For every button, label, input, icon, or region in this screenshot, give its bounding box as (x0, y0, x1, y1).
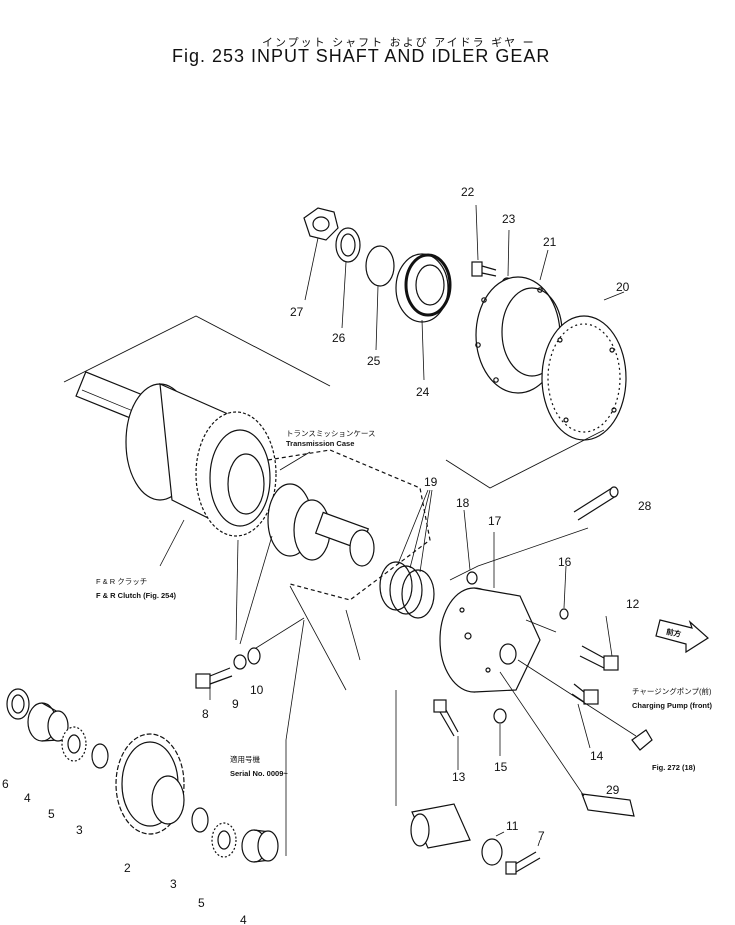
charging-pump-figure-ref: Fig. 272 (18) (652, 763, 696, 772)
figure-title-japanese: インプット シャフト および アイドラ ギヤ ー (262, 36, 536, 49)
transmission-case-outline (267, 449, 431, 691)
snap-ring-3a (91, 743, 109, 769)
serial-label-jp: 適用号機 (230, 754, 260, 764)
part-number-2: 2 (124, 861, 131, 875)
part-number-13: 13 (452, 770, 466, 784)
part-number-25: 25 (367, 354, 381, 368)
transmission-case-label: Transmission Case (286, 439, 354, 448)
washer-10 (247, 617, 305, 665)
part-number-4b: 4 (240, 913, 247, 925)
cover-17 (439, 527, 589, 693)
charging-pump-label: Charging Pump (front) (632, 701, 712, 710)
gasket-20 (541, 291, 627, 441)
part-number-3b: 3 (170, 877, 177, 891)
part-number-20: 20 (616, 280, 630, 294)
bolt-8 (195, 667, 233, 689)
spacer-6 (6, 688, 30, 720)
part-number-18: 18 (456, 496, 470, 510)
front-arrow-label: 前方 (665, 626, 682, 639)
part-number-24: 24 (416, 385, 430, 399)
part-number-27: 27 (290, 305, 304, 319)
charging-pump-label-jp: チャージングポンプ(前) (632, 686, 712, 696)
part-number-12: 12 (626, 597, 640, 611)
washer-26 (335, 227, 361, 329)
part-number-29: 29 (606, 783, 620, 797)
fr-clutch-label: F & R Clutch (Fig. 254) (96, 591, 177, 600)
fr-clutch-assembly (125, 383, 277, 537)
part-number-10: 10 (250, 683, 264, 697)
part-number-4a: 4 (24, 791, 31, 805)
coupling-shaft (395, 690, 471, 849)
o-ring-18 (463, 509, 478, 585)
bolt-22 (471, 204, 497, 277)
label-plate-29 (499, 659, 637, 817)
part-number-22: 22 (461, 185, 475, 199)
part-number-6: 6 (2, 777, 9, 791)
seal-rings-19 (379, 489, 435, 619)
part-number-23: 23 (502, 212, 516, 226)
pin-28 (573, 486, 619, 521)
part-number-3a: 3 (76, 823, 83, 837)
part-number-26: 26 (332, 331, 346, 345)
part-number-17: 17 (488, 514, 502, 528)
bearing-cup-4b (241, 829, 279, 863)
figure-title: Fig. 253 INPUT SHAFT AND IDLER GEAR (172, 46, 551, 66)
part-number-16: 16 (558, 555, 572, 569)
bearing-24 (395, 253, 452, 381)
part-number-5b: 5 (198, 896, 205, 910)
front-direction-arrow (655, 619, 709, 654)
part-number-21: 21 (543, 235, 557, 249)
gear-shaft-stack (267, 483, 375, 567)
washer-9 (233, 654, 247, 670)
transmission-case-label-jp: トランスミッションケース (286, 429, 375, 438)
bolt-12 (579, 645, 619, 671)
part-number-5a: 5 (48, 807, 55, 821)
part-number-7: 7 (538, 829, 545, 843)
part-number-28: 28 (638, 499, 652, 513)
bearing-cone-5a (61, 726, 87, 762)
part-number-11: 11 (506, 819, 519, 833)
snap-ring-25 (365, 245, 395, 351)
part-number-8: 8 (202, 707, 209, 721)
part-number-15: 15 (494, 760, 508, 774)
part-number-9: 9 (232, 697, 239, 711)
part-number-19: 19 (424, 475, 438, 489)
bolt-7 (505, 851, 541, 875)
fr-clutch-label-jp: F & R クラッチ (96, 577, 147, 586)
serial-number-label: Serial No. 0009~ (230, 769, 288, 778)
bearing-cone-5b (211, 822, 237, 858)
charging-pump-fitting (631, 729, 653, 751)
bearing-cup-4a (27, 702, 69, 742)
bolt-13 (433, 699, 459, 737)
snap-ring-3b (191, 807, 209, 833)
nut-27 (303, 207, 339, 301)
idler-gear-2 (115, 733, 185, 835)
bolt-14 (571, 683, 599, 705)
plug-16 (559, 565, 569, 620)
part-number-14: 14 (590, 749, 604, 763)
washer-15 (493, 708, 507, 724)
o-ring-11 (481, 838, 503, 866)
